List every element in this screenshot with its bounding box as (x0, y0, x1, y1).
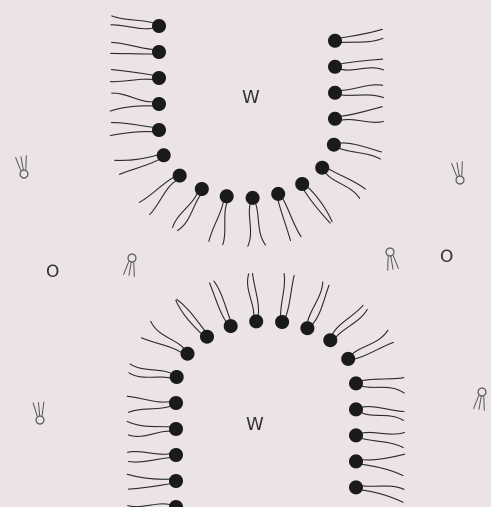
oil-label-right: O (440, 247, 453, 267)
polar-head (195, 182, 209, 196)
polar-head (275, 315, 289, 329)
polar-head (152, 71, 166, 85)
water-label-top: W (242, 87, 260, 108)
free-tail (26, 155, 27, 169)
polar-head (169, 396, 183, 410)
polar-head (173, 169, 187, 183)
polar-head (157, 148, 171, 162)
free-tail (484, 396, 485, 410)
polar-head (323, 333, 337, 347)
polar-head (152, 45, 166, 59)
free-tail (388, 256, 389, 270)
polar-head (169, 474, 183, 488)
polar-head (224, 319, 238, 333)
polar-head (328, 86, 342, 100)
polar-head (328, 112, 342, 126)
polar-head (152, 123, 166, 137)
polar-head (295, 177, 309, 191)
polar-head (181, 347, 195, 361)
polar-head (246, 191, 260, 205)
water-label-bottom: W (246, 414, 264, 435)
polar-head (271, 187, 285, 201)
polar-head (169, 422, 183, 436)
polar-head (328, 60, 342, 74)
polar-head (315, 161, 329, 175)
polar-head (152, 97, 166, 111)
polar-head (169, 448, 183, 462)
polar-head (341, 352, 355, 366)
polar-head (328, 34, 342, 48)
polar-head (349, 428, 363, 442)
polar-head (349, 376, 363, 390)
polar-head (349, 402, 363, 416)
free-tail (134, 262, 135, 276)
oil-label-left: O (46, 262, 59, 282)
polar-head (200, 330, 214, 344)
polar-head (220, 189, 234, 203)
polar-head (349, 480, 363, 494)
free-tail (462, 161, 463, 175)
polar-head (152, 19, 166, 33)
polar-head (170, 370, 184, 384)
hydrocarbon-tail (111, 53, 155, 54)
polar-head (349, 454, 363, 468)
polar-head (300, 321, 314, 335)
polar-head (327, 138, 341, 152)
polar-head (249, 314, 263, 328)
